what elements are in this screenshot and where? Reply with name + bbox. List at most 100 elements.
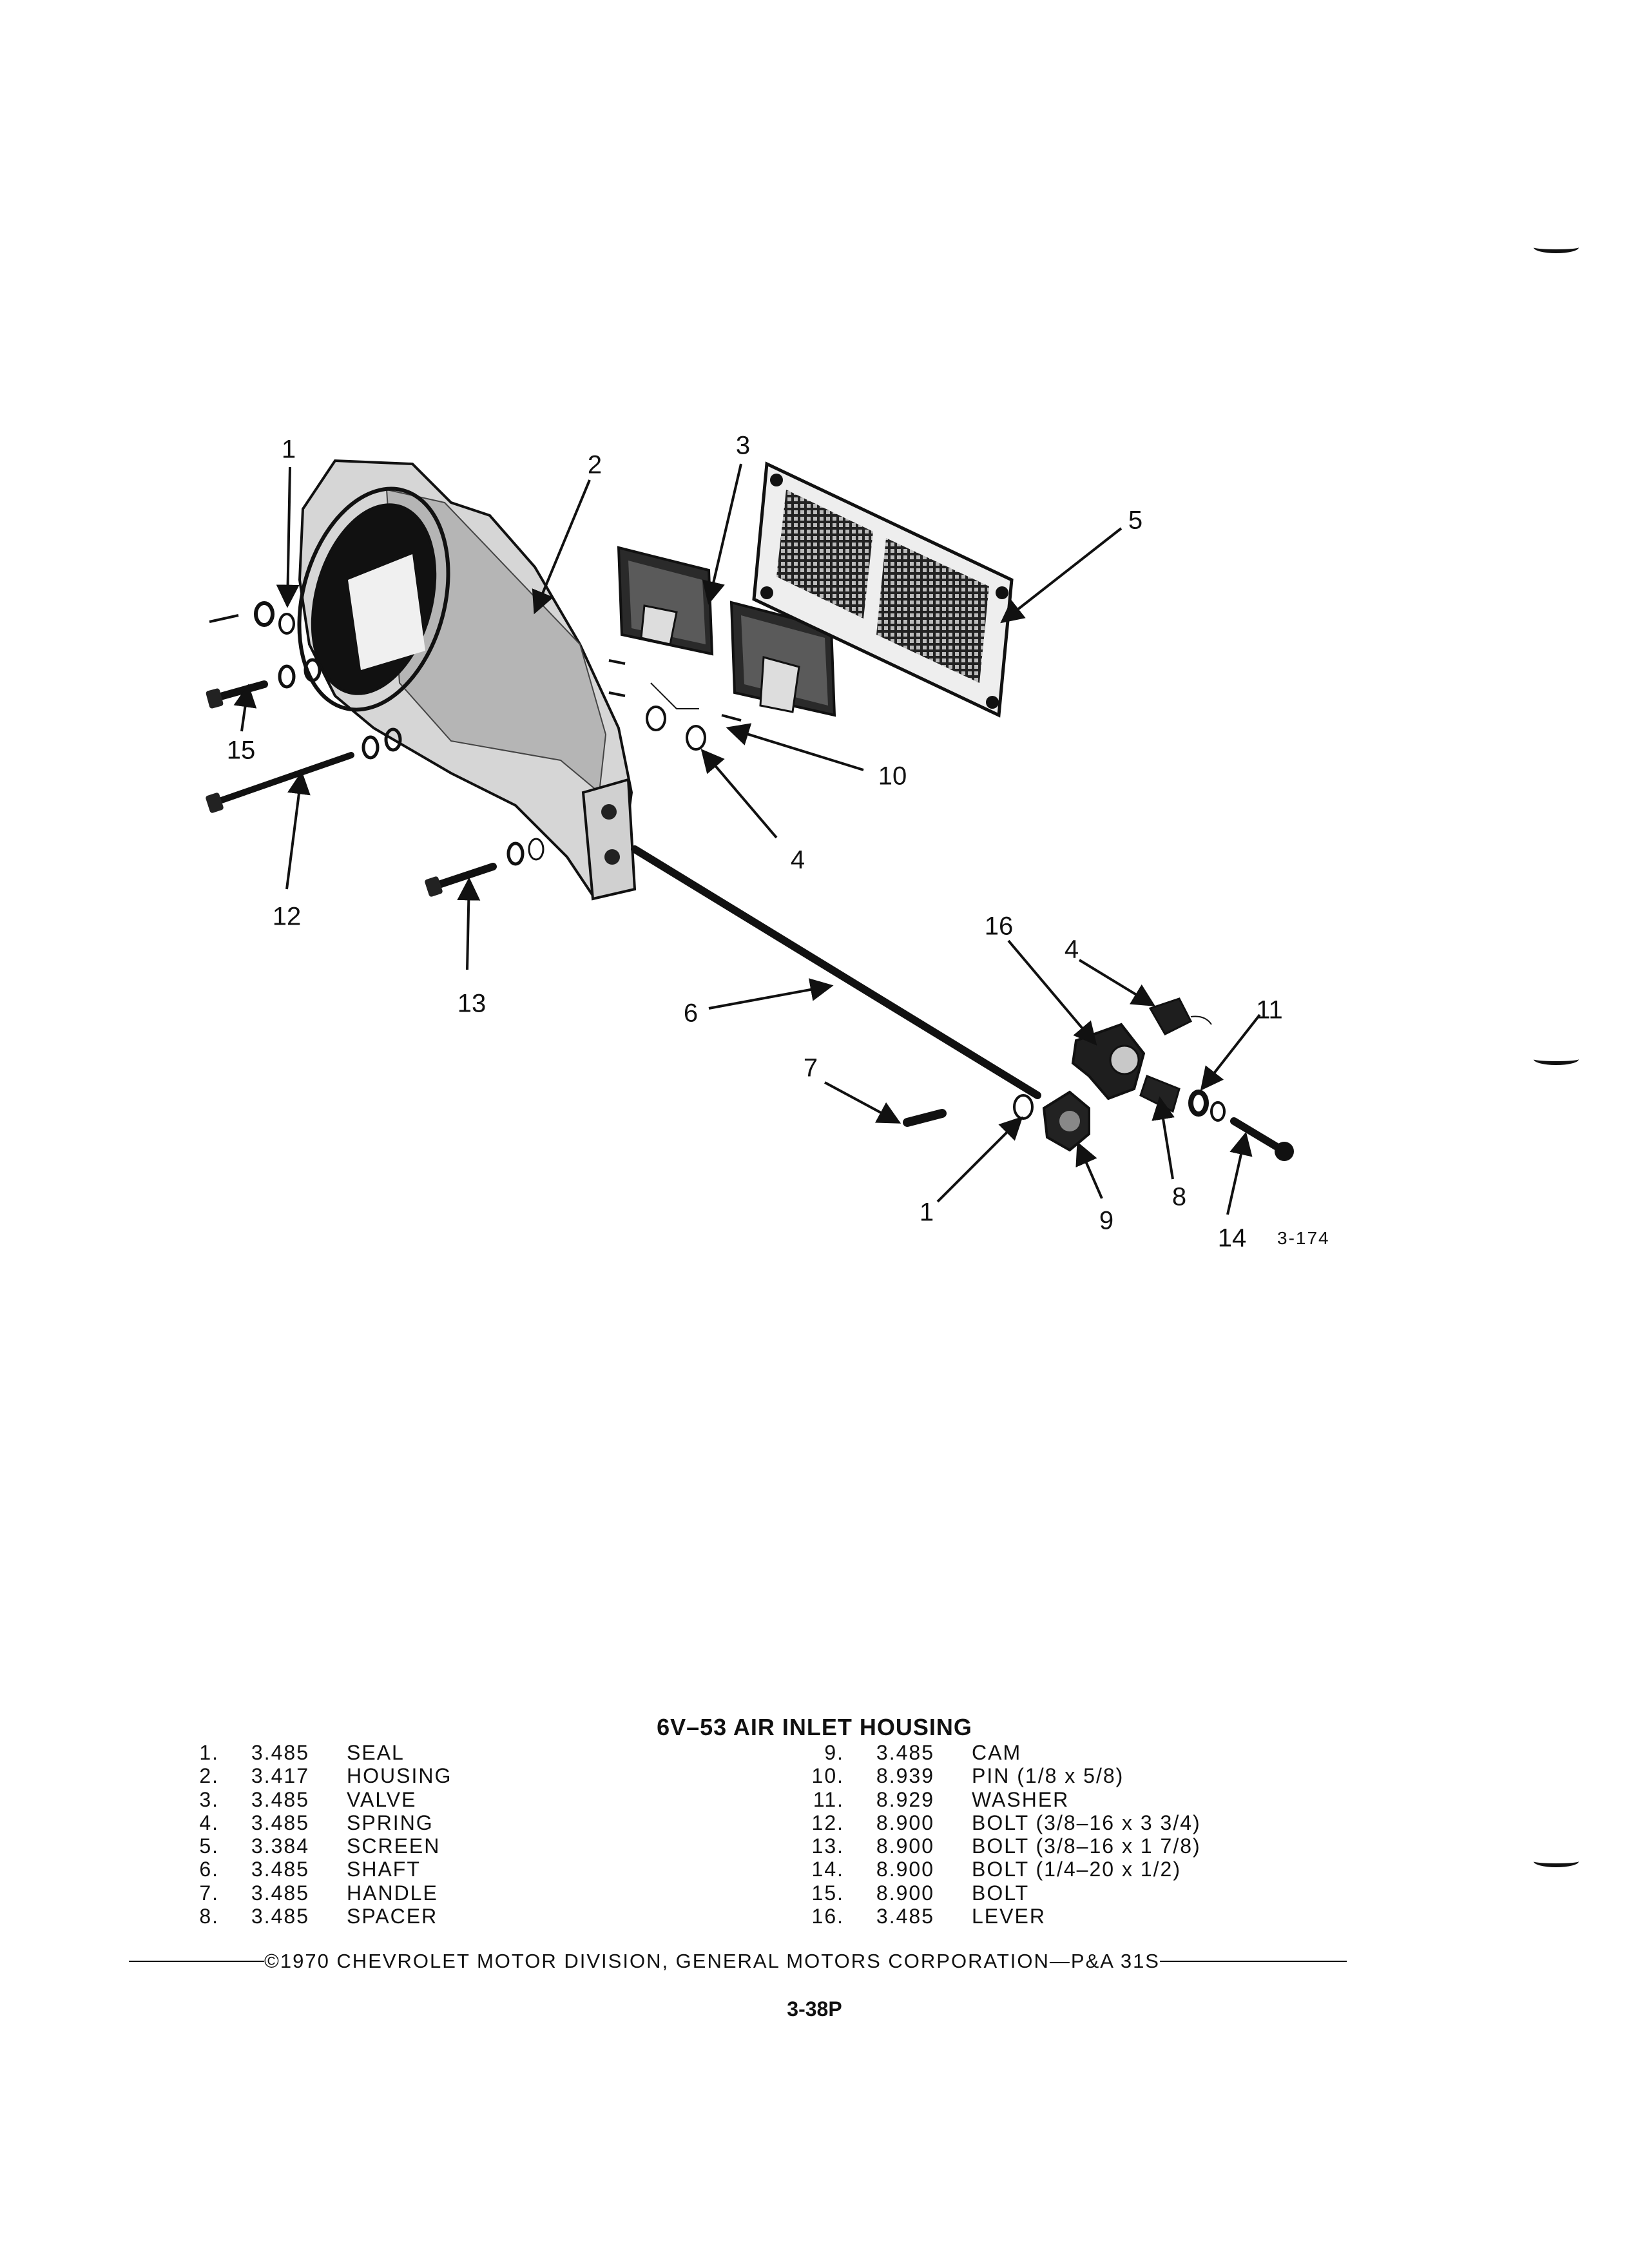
- item-code: 8.939: [876, 1764, 934, 1788]
- callout-1-upper: 1: [281, 435, 296, 464]
- valve-springs-pins: [608, 659, 742, 751]
- callout-11: 11: [1256, 995, 1283, 1024]
- callout-8: 8: [1171, 1182, 1187, 1211]
- margin-mark: [1534, 1856, 1579, 1867]
- callout-12: 12: [272, 902, 302, 931]
- list-item: 4. 3.485 SPRING: [174, 1811, 452, 1834]
- leader-lines: [233, 463, 1261, 1215]
- parts-list-right: 9. 3.485 CAM 10. 8.939 PIN (1/8 x 5/8) 11. 8.…: [799, 1741, 1201, 1928]
- item-code: 8.900: [876, 1811, 934, 1834]
- item-desc: SPACER: [347, 1905, 438, 1928]
- callout-9: 9: [1099, 1206, 1114, 1235]
- item-code: 8.900: [876, 1858, 934, 1881]
- shaft: [631, 845, 1041, 1099]
- figure-reference: 3-174: [1277, 1228, 1330, 1248]
- item-desc: SPRING: [347, 1811, 434, 1834]
- item-desc: SHAFT: [347, 1858, 421, 1881]
- item-number: 14.: [811, 1858, 844, 1881]
- item-code: 3.485: [251, 1905, 309, 1928]
- callout-16: 16: [984, 912, 1014, 941]
- item-desc: BOLT (1/4–20 x 1/2): [972, 1858, 1181, 1881]
- callout-6: 6: [683, 999, 699, 1028]
- page-title: 6V–53 AIR INLET HOUSING: [657, 1714, 972, 1740]
- item-desc: CAM: [972, 1741, 1022, 1764]
- list-item: 14. 8.900 BOLT (1/4–20 x 1/2): [799, 1858, 1201, 1881]
- exploded-parts-diagram: 1 2 3 5 15 10 4 12 13 16 4 11 6 7 8 1 9 …: [206, 432, 1330, 1253]
- item-number: 9.: [824, 1741, 844, 1764]
- item-number: 1.: [199, 1741, 219, 1764]
- list-item: 8. 3.485 SPACER: [174, 1905, 452, 1928]
- callout-2: 2: [587, 450, 602, 479]
- list-item: 6. 3.485 SHAFT: [174, 1858, 452, 1881]
- item-number: 10.: [811, 1764, 844, 1788]
- list-item: 9. 3.485 CAM: [799, 1741, 1201, 1764]
- item-code: 3.417: [251, 1764, 309, 1788]
- item-number: 8.: [199, 1905, 219, 1928]
- item-code: 3.384: [251, 1834, 309, 1858]
- callout-7: 7: [803, 1053, 818, 1082]
- item-desc: HANDLE: [347, 1881, 438, 1905]
- list-item: 13. 8.900 BOLT (3/8–16 x 1 7/8): [799, 1834, 1201, 1858]
- item-desc: BOLT (3/8–16 x 1 7/8): [972, 1834, 1201, 1858]
- item-desc: PIN (1/8 x 5/8): [972, 1764, 1124, 1788]
- item-code: 8.900: [876, 1881, 934, 1905]
- item-code: 3.485: [251, 1881, 309, 1905]
- item-code: 3.485: [251, 1787, 309, 1811]
- item-desc: VALVE: [347, 1787, 417, 1811]
- handle: [903, 1109, 947, 1127]
- item-number: 15.: [811, 1881, 844, 1905]
- callout-4-lower: 4: [1064, 935, 1079, 964]
- item-code: 3.485: [251, 1858, 309, 1881]
- item-number: 11.: [813, 1787, 844, 1811]
- bolts-left: [206, 680, 497, 897]
- item-number: 13.: [811, 1834, 844, 1858]
- valves: [617, 546, 836, 717]
- item-number: 5.: [199, 1834, 219, 1858]
- callout-4-upper: 4: [790, 845, 805, 874]
- item-number: 12.: [811, 1811, 844, 1834]
- item-number: 4.: [199, 1811, 219, 1834]
- item-code: 3.485: [876, 1905, 934, 1928]
- item-desc: BOLT: [972, 1881, 1030, 1905]
- item-desc: BOLT (3/8–16 x 3 3/4): [972, 1811, 1201, 1834]
- list-item: 11. 8.929 WASHER: [799, 1788, 1201, 1811]
- callout-15: 15: [226, 736, 256, 765]
- list-item: 16. 3.485 LEVER: [799, 1905, 1201, 1928]
- item-number: 3.: [199, 1787, 219, 1811]
- item-code: 3.485: [876, 1741, 934, 1764]
- callout-14: 14: [1217, 1224, 1247, 1253]
- item-number: 7.: [199, 1881, 219, 1905]
- item-code: 8.929: [876, 1787, 934, 1811]
- diagram-artwork: [206, 459, 1294, 1215]
- copyright-footer: ©1970 CHEVROLET MOTOR DIVISION, GENERAL …: [129, 1950, 1347, 1973]
- list-item: 10. 8.939 PIN (1/8 x 5/8): [799, 1764, 1201, 1787]
- item-desc: WASHER: [972, 1787, 1070, 1811]
- margin-mark: [1534, 1053, 1579, 1065]
- list-item: 1. 3.485 SEAL: [174, 1741, 452, 1764]
- item-code: 3.485: [251, 1811, 309, 1834]
- screen: [752, 461, 1014, 718]
- item-desc: SCREEN: [347, 1834, 441, 1858]
- list-item: 7. 3.485 HANDLE: [174, 1881, 452, 1905]
- item-code: 3.485: [251, 1741, 309, 1764]
- list-item: 3. 3.485 VALVE: [174, 1788, 452, 1811]
- callout-5: 5: [1128, 506, 1143, 535]
- copyright-text: ©1970 CHEVROLET MOTOR DIVISION, GENERAL …: [264, 1950, 1160, 1972]
- callout-13: 13: [457, 989, 487, 1018]
- page-number: 3-38P: [787, 1997, 842, 2021]
- item-number: 2.: [199, 1764, 219, 1788]
- item-desc: SEAL: [347, 1741, 405, 1764]
- item-number: 6.: [199, 1858, 219, 1881]
- item-desc: LEVER: [972, 1905, 1046, 1928]
- seals-washers-left: [209, 601, 545, 866]
- air-inlet-housing: [297, 459, 637, 901]
- item-code: 8.900: [876, 1834, 934, 1858]
- footer-rule-left: [129, 1961, 264, 1962]
- item-number: 16.: [811, 1905, 844, 1928]
- callout-10: 10: [878, 762, 907, 791]
- list-item: 15. 8.900 BOLT: [799, 1881, 1201, 1905]
- callout-1-lower: 1: [919, 1198, 934, 1227]
- footer-rule-right: [1159, 1961, 1347, 1962]
